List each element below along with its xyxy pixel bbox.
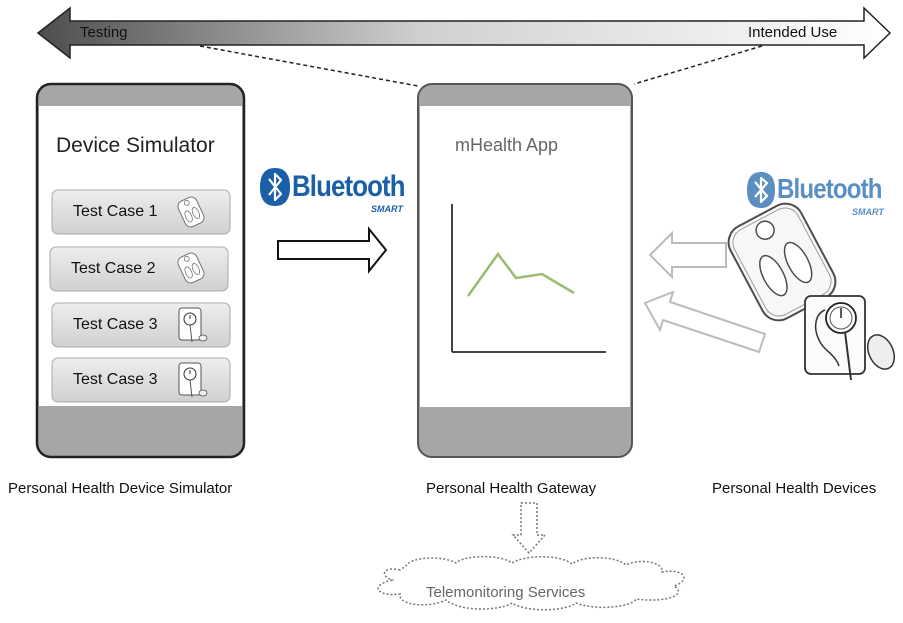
device-to-gateway-arrow-lower: [643, 290, 767, 354]
telemonitoring-cloud: [377, 555, 685, 611]
gateway-chart: [451, 204, 606, 353]
testing-intended-use-arrow: [36, 6, 892, 60]
test-case-label: Test Case 1: [73, 203, 158, 220]
bluetooth-wordmark: Bluetooth: [292, 170, 405, 203]
test-case-label: Test Case 3: [73, 316, 158, 333]
weight-scale-icon: [727, 202, 837, 322]
chart-series-line: [466, 251, 575, 297]
dashed-connector-left: [199, 45, 419, 87]
telemonitoring-label: Telemonitoring Services: [426, 584, 586, 601]
testing-label: Testing: [80, 24, 128, 41]
scale-icon: [177, 196, 205, 228]
gateway-phone: [417, 83, 633, 458]
test-case-label: Test Case 3: [73, 371, 158, 388]
blood-pressure-monitor-icon: [804, 295, 896, 381]
bluetooth-smart-label: SMART: [852, 207, 884, 217]
bluetooth-icon: [260, 168, 290, 206]
gateway-to-cloud-arrow: [511, 502, 547, 555]
devices-caption: Personal Health Devices: [712, 480, 877, 497]
bluetooth-wordmark: Bluetooth: [777, 173, 882, 204]
test-case-label: Test Case 2: [71, 260, 156, 277]
blood-pressure-icon: [178, 362, 208, 398]
intended-use-label: Intended Use: [748, 24, 838, 41]
blood-pressure-icon: [178, 307, 208, 343]
mhealth-app-title: mHealth App: [455, 135, 559, 155]
simulator-to-gateway-arrow: [277, 226, 388, 274]
dashed-connector-right: [633, 45, 763, 85]
bluetooth-icon: [747, 172, 775, 208]
bluetooth-smart-label: SMART: [371, 204, 403, 214]
device-simulator-title: Device Simulator: [56, 134, 215, 157]
device-to-gateway-arrow-upper: [648, 230, 727, 280]
gateway-caption: Personal Health Gateway: [426, 480, 597, 497]
scale-icon: [177, 252, 205, 284]
simulator-caption: Personal Health Device Simulator: [8, 480, 233, 497]
